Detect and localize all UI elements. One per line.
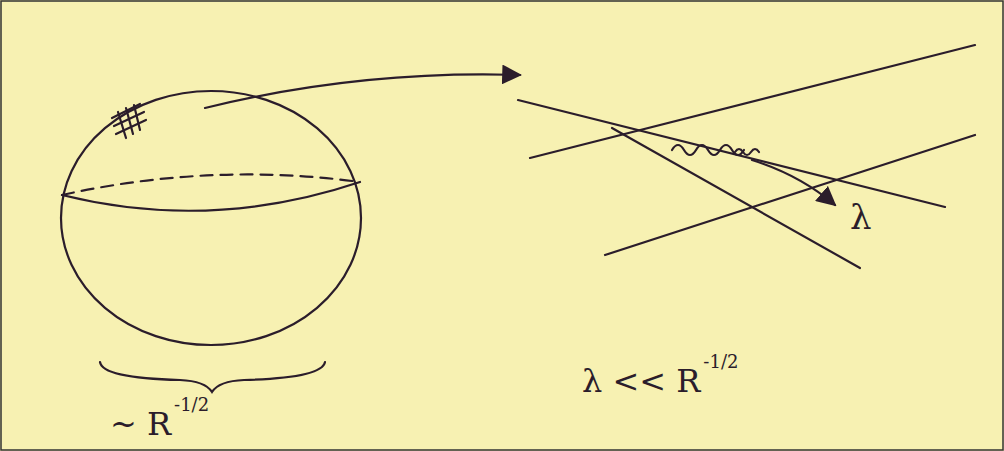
sphere-size: ~ R [110,408,171,440]
wave-small [735,149,759,155]
equator-back [62,174,360,195]
exponent: -1/2 [174,396,209,414]
wave [672,145,744,155]
grid-patch [112,104,146,138]
scale-condition: λ << R [582,365,700,397]
exponent: -1/2 [703,353,738,371]
local-grid [518,45,975,268]
sphere [61,91,361,345]
size-brace [100,362,325,392]
wavelength-symbol: λ [850,200,872,234]
zoom-arrow [205,74,520,108]
wavelength-arrow [752,160,835,205]
